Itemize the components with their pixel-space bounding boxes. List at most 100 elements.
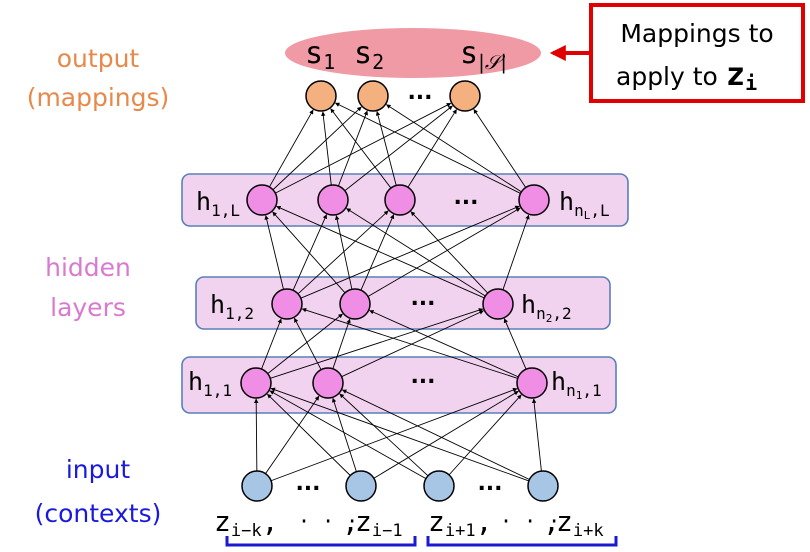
edge (367, 207, 521, 297)
hidden-layer-1-nodes: ... (240, 364, 548, 399)
connection-edges (253, 102, 542, 482)
output-symbol-sS: s|𝒮| (460, 36, 507, 75)
edge (293, 317, 322, 370)
label-cdots-right: · · · (500, 509, 560, 533)
label-cdots-left: · · · (298, 509, 358, 533)
edge (301, 308, 518, 379)
edge (267, 393, 351, 476)
hidden-layer-2-nodes: ... (271, 286, 514, 320)
edge (502, 214, 530, 290)
edge (330, 108, 392, 189)
output-symbols: s1 s2 s|𝒮| (305, 36, 507, 75)
edge (346, 208, 486, 297)
edge (369, 310, 519, 378)
edge (264, 215, 284, 290)
hidden-L-ellipsis: ... (453, 185, 478, 210)
label-h-nL-L: hnL,L (559, 187, 610, 222)
edge (265, 395, 320, 474)
edge (337, 110, 368, 187)
edge (386, 104, 522, 193)
output-symbol-s1: s1 (305, 36, 335, 74)
hidden-layer-L-nodes: ... (246, 184, 550, 216)
label-z-i-minus-k: zi−k, (214, 505, 278, 541)
hidden-node-L-2 (317, 184, 349, 216)
edge (531, 398, 542, 472)
callout-line1: Mappings to (620, 19, 773, 48)
input-ellipsis-right: ... (477, 471, 502, 496)
edge (339, 393, 429, 477)
edge (341, 310, 484, 378)
edge (272, 106, 362, 191)
hidden-node-1-last (516, 367, 548, 399)
edge (270, 308, 484, 379)
output-ellipsis: ... (407, 80, 432, 105)
hidden-node-labels: h1,L hnL,L h1,2 hn2,2 h1,1 hn1,1 (188, 187, 610, 402)
edge (375, 111, 397, 186)
input-node-3 (423, 470, 455, 502)
label-h-1-L: h1,L (196, 187, 240, 220)
output-node-1 (305, 80, 337, 112)
label-comma-left: , (342, 505, 359, 538)
hidden-node-1-1 (240, 367, 272, 399)
edge (342, 389, 530, 480)
callout-box (589, 3, 805, 103)
edge (332, 318, 351, 369)
hidden-layer-1-box (181, 356, 617, 414)
label-h-1-2: h1,2 (210, 290, 254, 323)
hidden-node-2-last (482, 288, 514, 320)
input-node-4 (527, 470, 559, 502)
output-label: output (57, 44, 140, 73)
edge (407, 109, 457, 188)
edge (272, 211, 346, 294)
output-nodes: ... (305, 80, 481, 112)
edge (267, 313, 343, 374)
edge (321, 111, 332, 186)
hidden-2-ellipsis: ... (410, 286, 435, 311)
label-h-1-1: h1,1 (188, 367, 232, 400)
input-node-2 (345, 470, 377, 502)
edge (276, 206, 485, 299)
edge (410, 211, 489, 294)
edge (261, 318, 282, 370)
edge (275, 102, 452, 194)
input-context-labels: zi−k, · · · , zi−1 zi+1, · · · , zi+k (214, 505, 604, 541)
brace-left-context (225, 536, 417, 547)
hidden-1-ellipsis: ... (410, 364, 435, 389)
hidden-node-L-last (518, 184, 550, 216)
edge (334, 215, 353, 290)
output-highlight-ellipse (285, 28, 541, 78)
edge (270, 387, 530, 482)
edge (344, 105, 453, 192)
hidden-node-L-3 (384, 184, 416, 216)
output-symbol-s2: s2 (354, 36, 384, 74)
edge (292, 214, 327, 291)
brace-right-context (426, 536, 618, 547)
edge (269, 109, 314, 188)
edge (473, 108, 527, 188)
input-node-1 (241, 470, 273, 502)
output-node-2 (357, 80, 389, 112)
edge (331, 397, 357, 472)
input-sublabel: (contexts) (35, 499, 162, 528)
hidden-sublabel: layers (50, 293, 126, 322)
label-h-n2-2: hn2,2 (521, 290, 572, 325)
edge (360, 214, 395, 291)
label-z-i-minus-1: zi−1 (355, 505, 403, 541)
edge (334, 102, 521, 194)
input-ellipsis-left: ... (295, 471, 320, 496)
label-z-i-plus-k: zi+k (556, 505, 604, 541)
hidden-label: hidden (45, 253, 131, 282)
edge (297, 210, 389, 295)
edge (270, 387, 518, 482)
edge (373, 390, 519, 479)
edge (269, 390, 427, 480)
edge (448, 394, 522, 476)
label-comma-right: , (543, 505, 560, 538)
hidden-node-2-1 (271, 288, 303, 320)
input-label: input (66, 455, 131, 484)
hidden-node-1-2 (312, 367, 344, 399)
output-node-last (449, 80, 481, 112)
edge (253, 398, 259, 472)
